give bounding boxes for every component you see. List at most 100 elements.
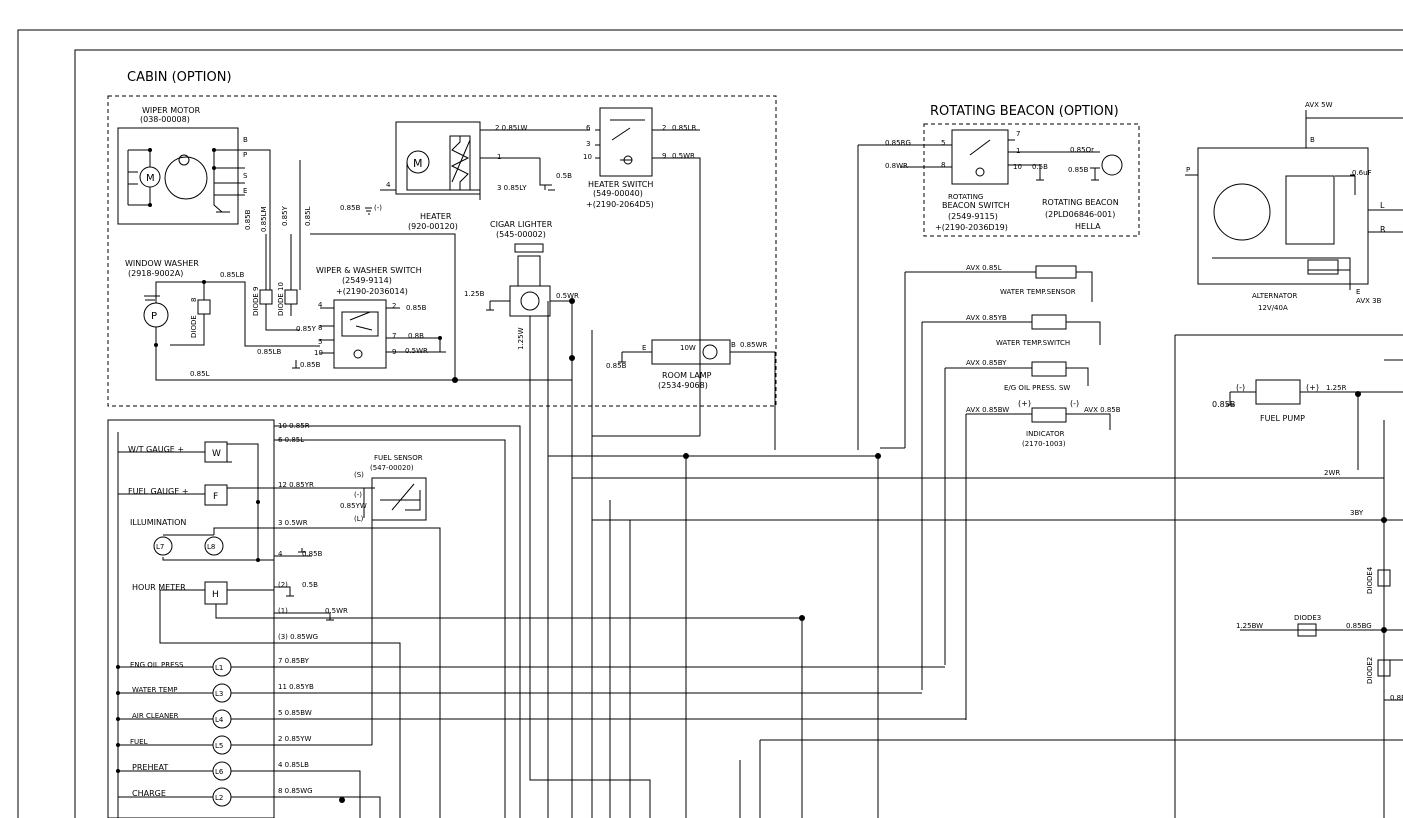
heater-part: (920-00120) <box>408 222 458 231</box>
heater: M 2 0.85LW 1 3 0.85LY 4 0.85B (-) HEATER… <box>340 121 590 231</box>
svg-text:0.5WR: 0.5WR <box>325 607 348 615</box>
alternator-label: ALTERNATOR <box>1252 292 1298 300</box>
fuel-label: FUEL <box>130 738 148 746</box>
wiper-pin-s: S <box>243 172 248 180</box>
washer-label: WINDOW WASHER <box>125 259 199 268</box>
beacon-box <box>923 123 1140 237</box>
instrument-panel: W/T GAUGE + W FUEL GAUGE + F ILLUMINATIO… <box>107 419 966 818</box>
fuel-sensor-label: FUEL SENSOR <box>374 454 423 462</box>
svg-text:W: W <box>212 449 221 459</box>
diode-10: DIODE 10 <box>277 282 285 316</box>
heater-switch-part2: +(2190-2064D5) <box>586 200 654 209</box>
water-temp-sensor-label: WATER TEMP.SENSOR <box>1000 288 1076 296</box>
svg-text:H: H <box>212 590 219 600</box>
svg-text:L3: L3 <box>215 690 223 698</box>
svg-text:L1: L1 <box>215 664 223 672</box>
svg-text:1.25W: 1.25W <box>517 327 525 350</box>
wiper-motor: WIPER MOTOR (038-00008) M B P S E 0.85B … <box>117 106 312 232</box>
svg-text:AVX 5W: AVX 5W <box>1305 101 1333 109</box>
right-side-wiring: 2WR 3BY 1.25BW 0.85BG 0.8B DIODE4 DIODE3… <box>572 359 1403 818</box>
svg-text:0.8WR: 0.8WR <box>885 162 908 170</box>
svg-text:0.85LB: 0.85LB <box>220 271 244 279</box>
svg-text:B: B <box>1310 136 1315 144</box>
svg-text:AVX 0.85B: AVX 0.85B <box>1084 406 1121 414</box>
fuel-sensor: FUEL SENSOR (547-00020) (S) (-) 0.85YW (… <box>340 454 427 745</box>
svg-text:10 0.85R: 10 0.85R <box>278 422 310 430</box>
wiper-motor-part: (038-00008) <box>140 115 190 124</box>
svg-text:(2): (2) <box>278 581 288 589</box>
beacon-switch-label: BEACON SWITCH <box>942 201 1010 210</box>
svg-text:0.85B: 0.85B <box>606 362 627 370</box>
svg-text:0.85LB: 0.85LB <box>257 348 281 356</box>
svg-text:6: 6 <box>586 124 591 132</box>
water-temp-label: WATER TEMP <box>132 686 178 694</box>
heater-label: HEATER <box>420 212 452 221</box>
svg-text:4 0.85LB: 4 0.85LB <box>278 761 309 769</box>
svg-text:(2170-1003): (2170-1003) <box>1022 440 1066 448</box>
lamp-icon <box>702 344 718 360</box>
beacon-title: ROTATING BEACON (OPTION) <box>930 104 1119 119</box>
svg-text:1.25BW: 1.25BW <box>1236 622 1263 630</box>
svg-text:(-): (-) <box>354 491 362 499</box>
air-cleaner-label: AIR CLEANER <box>132 712 179 720</box>
washer-diode: DIODE <box>190 315 198 338</box>
svg-text:L5: L5 <box>215 742 223 750</box>
wiper-switch-part2: +(2190-2036014) <box>336 287 408 296</box>
svg-text:ROTATING: ROTATING <box>948 193 983 201</box>
interconnect-wires <box>455 300 881 818</box>
wt-gauge-label: W/T GAUGE + <box>128 445 184 454</box>
svg-text:0.85Y: 0.85Y <box>296 325 317 333</box>
fuel-gauge-label: FUEL GAUGE + <box>128 487 189 496</box>
svg-text:10: 10 <box>583 153 592 161</box>
svg-text:8: 8 <box>190 298 198 302</box>
indicator-label: INDICATOR <box>1026 430 1065 438</box>
svg-text:5: 5 <box>318 338 322 346</box>
svg-text:L8: L8 <box>207 543 215 551</box>
window-washer: WINDOW WASHER (2918-9002A) P DIODE 8 0.8… <box>125 259 455 381</box>
svg-text:0.5B: 0.5B <box>302 581 318 589</box>
svg-text:2 0.85YW: 2 0.85YW <box>278 735 312 743</box>
svg-text:5 0.85BW: 5 0.85BW <box>278 709 312 717</box>
svg-text:0.85BG: 0.85BG <box>1346 622 1372 630</box>
svg-text:(+): (+) <box>1018 399 1031 408</box>
svg-text:(-): (-) <box>1070 399 1079 408</box>
svg-text:AVX 0.85L: AVX 0.85L <box>966 264 1002 272</box>
svg-text:10: 10 <box>1013 163 1022 171</box>
heater-wire-2: 1 <box>497 153 501 161</box>
room-lamp-label: ROOM LAMP <box>662 371 712 380</box>
svg-text:1.25R: 1.25R <box>1326 384 1347 392</box>
svg-text:P: P <box>151 311 157 322</box>
svg-text:L7: L7 <box>156 543 164 551</box>
svg-text:L4: L4 <box>215 716 224 724</box>
svg-text:10: 10 <box>314 349 323 357</box>
svg-text:(1): (1) <box>278 607 288 615</box>
cigar-label: CIGAR LIGHTER <box>490 220 553 229</box>
heater-switch-part: (549-00040) <box>593 189 643 198</box>
svg-text:0.8B: 0.8B <box>1390 694 1403 702</box>
svg-text:AVX 0.85BY: AVX 0.85BY <box>966 359 1007 367</box>
svg-text:6 0.85L: 6 0.85L <box>278 436 304 444</box>
svg-text:0.5WR: 0.5WR <box>556 292 579 300</box>
svg-text:E: E <box>1356 288 1360 296</box>
svg-text:0.85B: 0.85B <box>406 304 427 312</box>
svg-text:(3) 0.85WG: (3) 0.85WG <box>278 633 318 641</box>
heater-wire-3: 3 0.85LY <box>497 184 527 192</box>
svg-text:F: F <box>213 492 218 502</box>
warning-lamps: ENG OIL PRESS WATER TEMP AIR CLEANER FUE… <box>116 657 966 818</box>
wiper-switch-label: WIPER & WASHER SWITCH <box>316 266 422 275</box>
heater-switch: 6 3 10 2 9 0.85LR 0.5WR 0.5B HEATER SWIT… <box>539 107 701 330</box>
svg-text:3: 3 <box>586 140 590 148</box>
svg-text:9: 9 <box>392 348 396 356</box>
wiper-wire-1: 0.85B <box>244 209 252 230</box>
svg-text:0.85Or: 0.85Or <box>1070 146 1094 154</box>
svg-text:4: 4 <box>318 301 323 309</box>
svg-text:(547-00020): (547-00020) <box>370 464 414 472</box>
heater-wire-4: 4 <box>386 181 391 189</box>
svg-text:+(2190-2036D19): +(2190-2036D19) <box>935 223 1008 232</box>
sensors: AVX 0.85L WATER TEMP.SENSOR AVX 0.85YB W… <box>880 264 1121 720</box>
wiper-pin-e: E <box>243 187 247 195</box>
hour-meter-label: HOUR METER <box>132 583 186 592</box>
svg-text:4: 4 <box>278 550 283 558</box>
